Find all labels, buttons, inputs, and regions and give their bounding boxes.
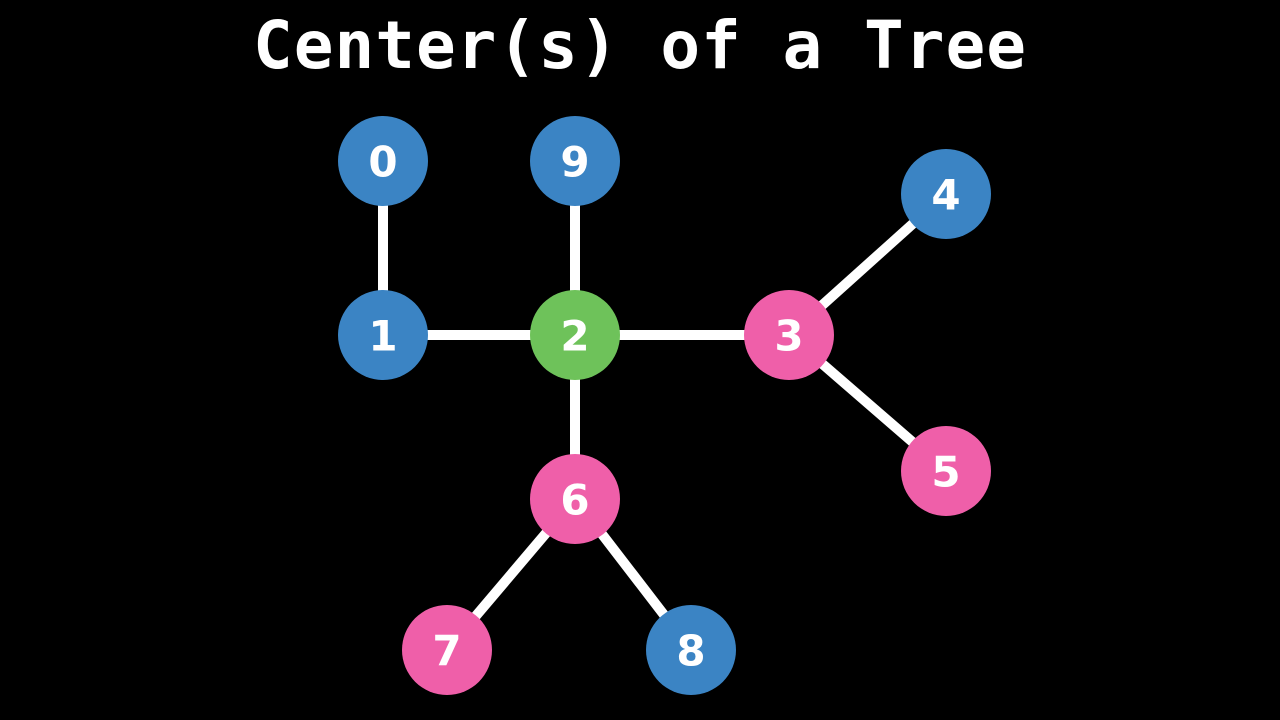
graph-node-label-9: 9: [560, 138, 589, 187]
graph-node-circle-3[interactable]: [744, 290, 834, 380]
graph-node-circle-2[interactable]: [530, 290, 620, 380]
graph-node-circle-0[interactable]: [338, 116, 428, 206]
graph-node-circle-5[interactable]: [901, 426, 991, 516]
graph-node-2[interactable]: 2: [530, 290, 620, 380]
graph-node-label-2: 2: [560, 312, 589, 361]
graph-node-label-5: 5: [931, 448, 960, 497]
edge-layer: [378, 161, 950, 654]
graph-node-label-3: 3: [774, 312, 803, 361]
graph-node-label-0: 0: [368, 138, 397, 187]
graph-node-8[interactable]: 8: [646, 605, 736, 695]
page-title: Center(s) of a Tree: [253, 7, 1027, 84]
graph-node-circle-9[interactable]: [530, 116, 620, 206]
graph-node-circle-4[interactable]: [901, 149, 991, 239]
graph-node-0[interactable]: 0: [338, 116, 428, 206]
graph-node-6[interactable]: 6: [530, 454, 620, 544]
graph-node-circle-1[interactable]: [338, 290, 428, 380]
graph-node-4[interactable]: 4: [901, 149, 991, 239]
graph-node-label-6: 6: [560, 476, 589, 525]
graph-node-label-7: 7: [432, 627, 461, 676]
node-layer: 0 1 2 3 4 5 6 7 8 9: [338, 116, 991, 695]
graph-node-5[interactable]: 5: [901, 426, 991, 516]
graph-node-label-8: 8: [676, 627, 705, 676]
graph-node-9[interactable]: 9: [530, 116, 620, 206]
graph-node-7[interactable]: 7: [402, 605, 492, 695]
graph-node-3[interactable]: 3: [744, 290, 834, 380]
graph-node-label-1: 1: [368, 312, 397, 361]
graph-node-1[interactable]: 1: [338, 290, 428, 380]
graph-node-circle-8[interactable]: [646, 605, 736, 695]
graph-node-circle-6[interactable]: [530, 454, 620, 544]
graph-node-circle-7[interactable]: [402, 605, 492, 695]
graph-node-label-4: 4: [931, 171, 960, 220]
